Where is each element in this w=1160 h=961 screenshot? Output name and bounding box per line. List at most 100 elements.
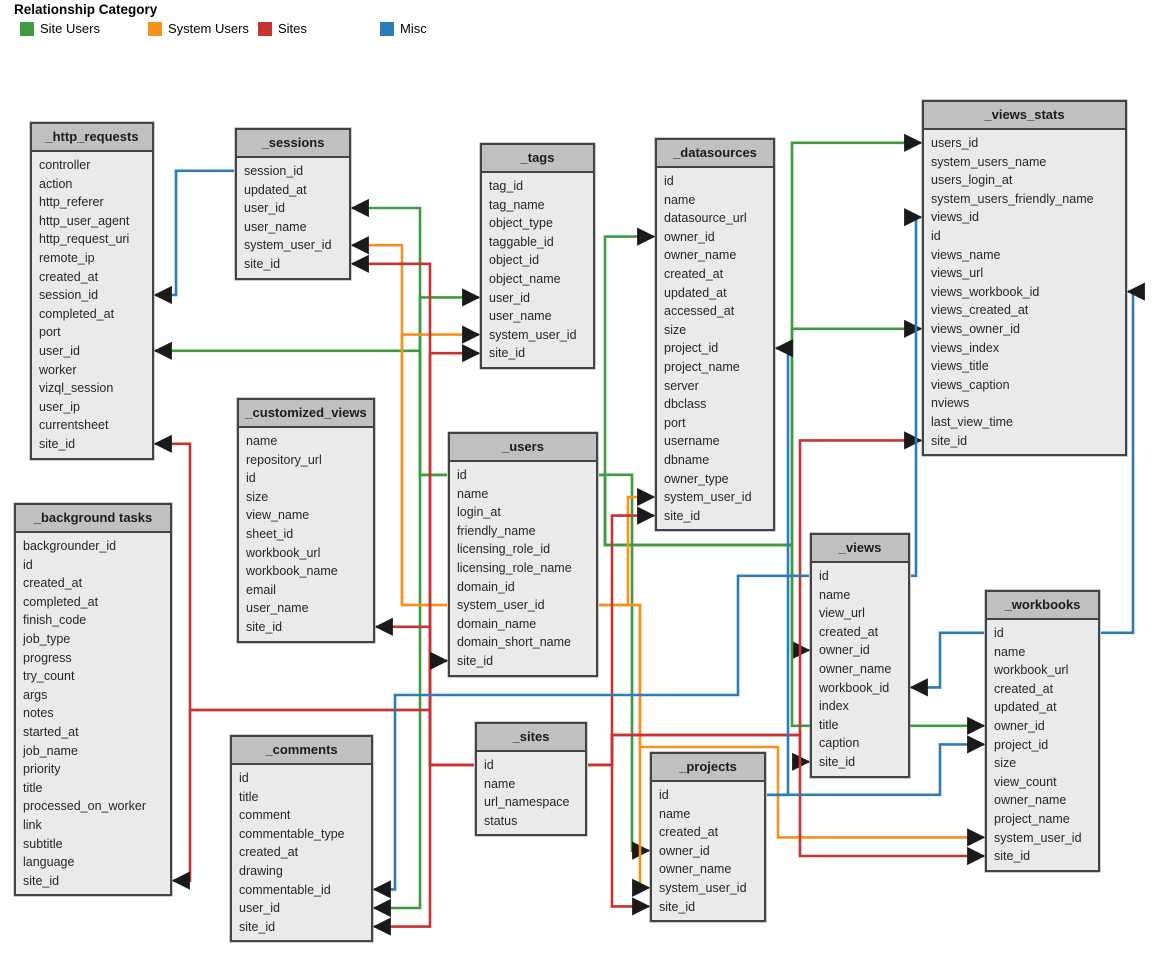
field-caption: caption [819, 736, 860, 751]
table-title: _users [450, 434, 596, 462]
field-workbook_id: workbook_id [819, 680, 890, 695]
field-user_id: user_id [489, 290, 530, 305]
field-user_id: user_id [239, 901, 280, 916]
field-link: link [23, 817, 42, 832]
field-domain_id: domain_id [457, 579, 515, 594]
field-controller: controller [39, 158, 91, 172]
field-site_id: site_id [659, 899, 696, 914]
field-started_at: started_at [23, 724, 79, 739]
field-licensing_role_id: licensing_role_id [457, 542, 551, 557]
field-id: id [484, 758, 494, 772]
field-email: email [246, 582, 276, 597]
field-domain_name: domain_name [457, 616, 537, 631]
field-completed_at: completed_at [39, 306, 115, 321]
system-users-swatch-icon [148, 21, 162, 36]
field-user_id: user_id [39, 343, 80, 358]
field-views_title: views_title [931, 359, 989, 374]
field-completed_at: completed_at [23, 594, 99, 609]
field-tag_name: tag_name [489, 197, 545, 212]
misc-swatch-icon [380, 21, 394, 36]
field-id: id [931, 228, 941, 243]
field-site_id: site_id [931, 433, 968, 448]
field-views_name: views_name [931, 247, 1001, 262]
legend-title: Relationship Category [14, 2, 158, 17]
field-sheet_id: sheet_id [246, 526, 294, 541]
field-http_referer: http_referer [39, 195, 104, 210]
legend-label: Site Users [40, 21, 100, 36]
field-owner_id: owner_id [819, 643, 870, 658]
field-name: name [484, 776, 516, 791]
field-repository_url: repository_url [246, 452, 322, 467]
field-subtitle: subtitle [23, 836, 63, 851]
relationship-_views.id-to-_views_stats.views_id [904, 208, 923, 578]
field-object_type: object_type [489, 216, 553, 231]
table-title: _views_stats [924, 102, 1125, 130]
field-site_id: site_id [994, 849, 1031, 864]
field-user_ip: user_ip [39, 399, 80, 414]
field-index: index [819, 699, 849, 714]
field-commentable_type: commentable_type [239, 826, 345, 841]
field-views_workbook_id: views_workbook_id [931, 284, 1040, 299]
field-title: title [819, 717, 839, 732]
field-system_user_id: system_user_id [457, 598, 545, 613]
table-title: _workbooks [987, 592, 1098, 620]
field-username: username [664, 434, 720, 449]
field-status: status [484, 813, 518, 828]
field-site_id: site_id [246, 619, 283, 634]
field-views_id: views_id [931, 210, 979, 225]
field-view_url: view_url [819, 606, 865, 621]
field-remote_ip: remote_ip [39, 250, 95, 265]
table-title: _views [812, 535, 908, 563]
field-system_users_friendly_name: system_users_friendly_name [931, 191, 1094, 206]
field-owner_name: owner_name [819, 661, 892, 676]
field-name: name [246, 434, 278, 448]
field-vizql_session: vizql_session [39, 381, 114, 396]
field-workbook_name: workbook_name [246, 564, 338, 579]
field-system_user_id: system_user_id [994, 830, 1082, 845]
field-id: id [659, 788, 669, 802]
field-tag_id: tag_id [489, 179, 524, 193]
table-title: _sessions [237, 130, 349, 158]
field-project_id: project_id [664, 341, 719, 356]
field-owner_type: owner_type [664, 471, 729, 486]
field-login_at: login_at [457, 505, 501, 520]
field-title: title [239, 789, 259, 804]
field-processed_on_worker: processed_on_worker [23, 799, 146, 814]
legend-item-site-users: Site Users [20, 21, 100, 36]
field-notes: notes [23, 706, 54, 721]
relationship-_users.id-to-_datasources.owner_id [599, 227, 656, 477]
field-created_at: created_at [239, 845, 299, 860]
field-id: id [239, 771, 249, 785]
field-owner_name: owner_name [994, 793, 1067, 808]
field-site_id: site_id [39, 436, 76, 451]
relationship-_sites.id-to-_comments.site_id [372, 763, 474, 936]
legend-item-misc: Misc [380, 21, 427, 36]
field-id: id [246, 471, 256, 486]
field-created_at: created_at [659, 825, 719, 840]
field-project_id: project_id [994, 737, 1049, 752]
field-site_id: site_id [489, 346, 526, 361]
field-datasource_url: datasource_url [664, 211, 747, 226]
legend: Relationship Category Site Users System … [14, 2, 427, 36]
legend-label: Misc [400, 21, 427, 36]
field-system_user_id: system_user_id [659, 880, 747, 895]
field-dbclass: dbclass [664, 397, 707, 412]
field-project_name: project_name [664, 359, 740, 374]
field-system_users_name: system_users_name [931, 154, 1047, 169]
relationship-_sites.id-to-_projects.site_id [588, 763, 651, 916]
field-action: action [39, 176, 73, 191]
field-site_id: site_id [23, 873, 60, 888]
field-job_name: job_name [23, 743, 78, 758]
relationship-_users.id-to-_comments.user_id [372, 473, 447, 918]
field-domain_short_name: domain_short_name [457, 635, 571, 650]
legend-item-sites: Sites [258, 21, 307, 36]
field-id: id [457, 468, 467, 482]
field-language: language [23, 855, 75, 870]
